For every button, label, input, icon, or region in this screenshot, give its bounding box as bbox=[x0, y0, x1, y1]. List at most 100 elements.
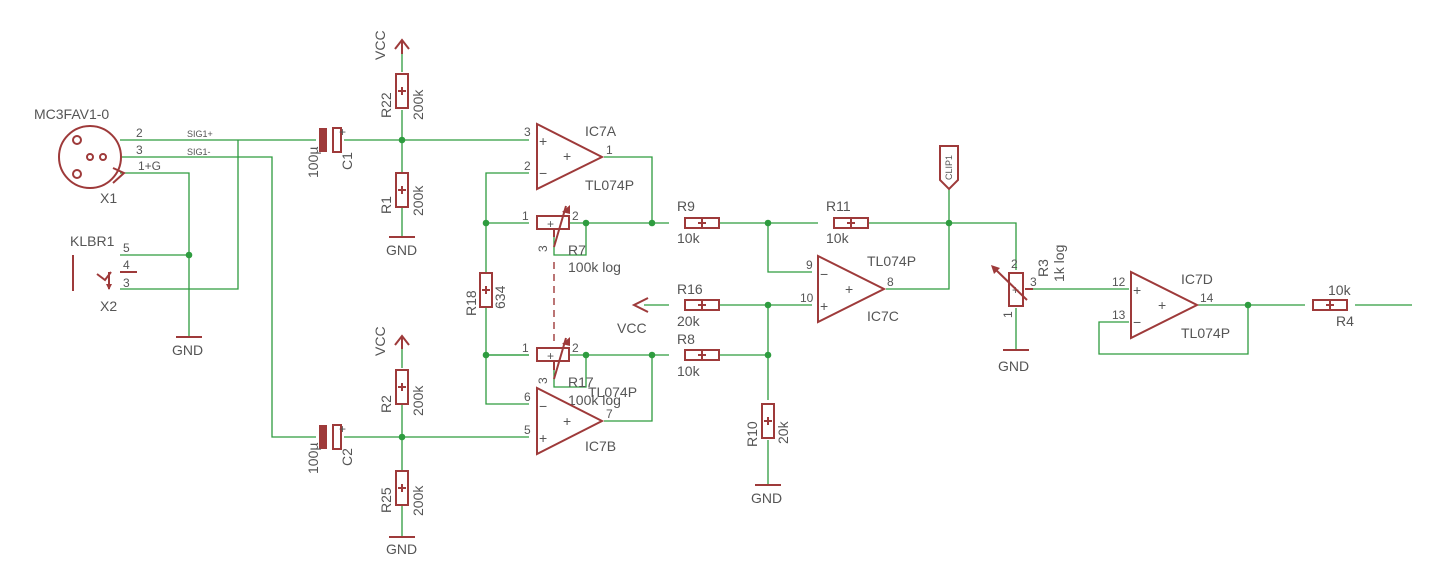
svg-text:−: − bbox=[539, 398, 547, 414]
svg-text:−: − bbox=[820, 266, 828, 282]
svg-text:R25: R25 bbox=[378, 487, 394, 513]
svg-text:CLIP1: CLIP1 bbox=[944, 155, 954, 180]
svg-text:10: 10 bbox=[800, 291, 814, 305]
svg-text:12: 12 bbox=[1112, 275, 1126, 289]
vcc-symbol-r22: VCC bbox=[372, 30, 410, 60]
resistor-r10: R10 20k bbox=[744, 403, 791, 447]
svg-text:IC7D: IC7D bbox=[1181, 271, 1213, 287]
resistor-r2: R2 200k bbox=[378, 369, 426, 416]
gnd-symbol-r10: GND bbox=[751, 484, 782, 506]
svg-text:13: 13 bbox=[1112, 308, 1126, 322]
svg-text:+: + bbox=[539, 133, 547, 149]
svg-text:IC7A: IC7A bbox=[585, 123, 617, 139]
capacitor-c2: + 100µ C2 bbox=[305, 422, 355, 474]
x1-xlr-connector: MC3FAV1-0 X1 2 3 1+G bbox=[34, 106, 161, 206]
svg-text:200k: 200k bbox=[410, 485, 426, 516]
svg-text:GND: GND bbox=[998, 358, 1029, 374]
svg-text:1: 1 bbox=[1001, 311, 1015, 318]
svg-text:100µ: 100µ bbox=[305, 443, 321, 474]
svg-text:3: 3 bbox=[536, 245, 550, 252]
svg-text:VCC: VCC bbox=[617, 320, 647, 336]
svg-text:+: + bbox=[339, 125, 346, 139]
svg-text:200k: 200k bbox=[410, 89, 426, 120]
svg-text:+: + bbox=[845, 281, 853, 297]
vcc-symbol-r2: VCC bbox=[372, 326, 410, 356]
gnd-symbol-r1: GND bbox=[386, 236, 417, 258]
x2-name-label: X2 bbox=[100, 298, 117, 314]
svg-text:6: 6 bbox=[524, 390, 531, 404]
svg-text:3: 3 bbox=[536, 377, 550, 384]
svg-text:+: + bbox=[1133, 282, 1141, 298]
x2-pin5-label: 5 bbox=[123, 241, 130, 255]
potentiometer-r17: + 1 2 3 R17 100k log bbox=[522, 337, 621, 408]
net-label-sig1p: SIG1+ bbox=[187, 129, 213, 139]
svg-text:634: 634 bbox=[492, 285, 508, 309]
svg-text:1: 1 bbox=[606, 143, 613, 157]
svg-text:+: + bbox=[1158, 297, 1166, 313]
gnd-symbol-r25: GND bbox=[386, 536, 417, 557]
svg-text:−: − bbox=[1133, 314, 1141, 330]
svg-text:100k log: 100k log bbox=[568, 259, 621, 275]
svg-text:+: + bbox=[339, 422, 346, 436]
x1-pin3-label: 3 bbox=[136, 143, 143, 157]
svg-text:+: + bbox=[547, 349, 554, 363]
x2-jack-connector: KLBR1 X2 5 4 3 bbox=[70, 233, 137, 314]
svg-text:8: 8 bbox=[887, 275, 894, 289]
svg-text:VCC: VCC bbox=[372, 326, 388, 356]
svg-text:R10: R10 bbox=[744, 421, 760, 447]
svg-text:+: + bbox=[563, 148, 571, 164]
junctions bbox=[185, 136, 1252, 441]
wires bbox=[120, 54, 1412, 536]
svg-text:GND: GND bbox=[751, 490, 782, 506]
svg-text:10k: 10k bbox=[1328, 282, 1352, 298]
resistor-r25: R25 200k bbox=[378, 470, 426, 516]
svg-text:TL074P: TL074P bbox=[867, 253, 916, 269]
svg-text:R16: R16 bbox=[677, 281, 703, 297]
svg-text:100µ: 100µ bbox=[305, 147, 321, 178]
svg-text:3: 3 bbox=[1030, 275, 1037, 289]
svg-text:14: 14 bbox=[1200, 291, 1214, 305]
gnd-symbol-x: GND bbox=[172, 336, 203, 358]
svg-text:1: 1 bbox=[522, 341, 529, 355]
resistor-r9: R9 10k bbox=[677, 198, 720, 246]
svg-text:10k: 10k bbox=[677, 230, 701, 246]
svg-text:100k log: 100k log bbox=[568, 392, 621, 408]
svg-text:2: 2 bbox=[572, 209, 579, 223]
vcc-symbol-r16: VCC bbox=[617, 297, 649, 336]
resistor-r18: R18 634 bbox=[463, 272, 508, 316]
capacitor-c1: + 100µ C1 bbox=[305, 125, 355, 178]
resistor-r11: R11 10k bbox=[826, 198, 869, 246]
svg-text:R7: R7 bbox=[568, 242, 586, 258]
svg-text:R17: R17 bbox=[568, 374, 594, 390]
svg-text:GND: GND bbox=[172, 342, 203, 358]
svg-text:TL074P: TL074P bbox=[1181, 325, 1230, 341]
svg-text:GND: GND bbox=[386, 541, 417, 557]
svg-text:1: 1 bbox=[522, 209, 529, 223]
svg-text:R3: R3 bbox=[1035, 259, 1051, 277]
svg-text:9: 9 bbox=[806, 258, 813, 272]
svg-text:GND: GND bbox=[386, 242, 417, 258]
svg-text:20k: 20k bbox=[775, 420, 791, 444]
svg-text:R2: R2 bbox=[378, 395, 394, 413]
svg-text:C2: C2 bbox=[339, 448, 355, 466]
x1-pin1-label: 1+G bbox=[138, 159, 161, 173]
opamp-ic7a: + − + 3 2 1 IC7A TL074P bbox=[524, 122, 634, 193]
svg-text:IC7C: IC7C bbox=[867, 308, 899, 324]
gnd-symbol-r3: GND bbox=[998, 349, 1030, 374]
resistor-r22: R22 200k bbox=[378, 73, 426, 120]
x2-pin4-label: 4 bbox=[123, 258, 130, 272]
resistor-r16: R16 20k bbox=[677, 281, 720, 329]
opamp-ic7b: − + + 6 5 7 TL074P IC7B bbox=[524, 384, 637, 456]
resistor-r1: R1 200k bbox=[378, 172, 426, 216]
svg-text:7: 7 bbox=[606, 407, 613, 421]
svg-text:+: + bbox=[820, 298, 828, 314]
svg-text:TL074P: TL074P bbox=[588, 384, 637, 400]
x1-pin2-label: 2 bbox=[136, 126, 143, 140]
svg-text:R8: R8 bbox=[677, 331, 695, 347]
svg-text:5: 5 bbox=[524, 423, 531, 437]
x2-pin3-label: 3 bbox=[123, 276, 130, 290]
potentiometer-r7: + 1 2 3 R7 100k log bbox=[522, 205, 621, 275]
resistor-r4: 10k R4 bbox=[1312, 282, 1354, 329]
svg-text:R18: R18 bbox=[463, 290, 479, 316]
